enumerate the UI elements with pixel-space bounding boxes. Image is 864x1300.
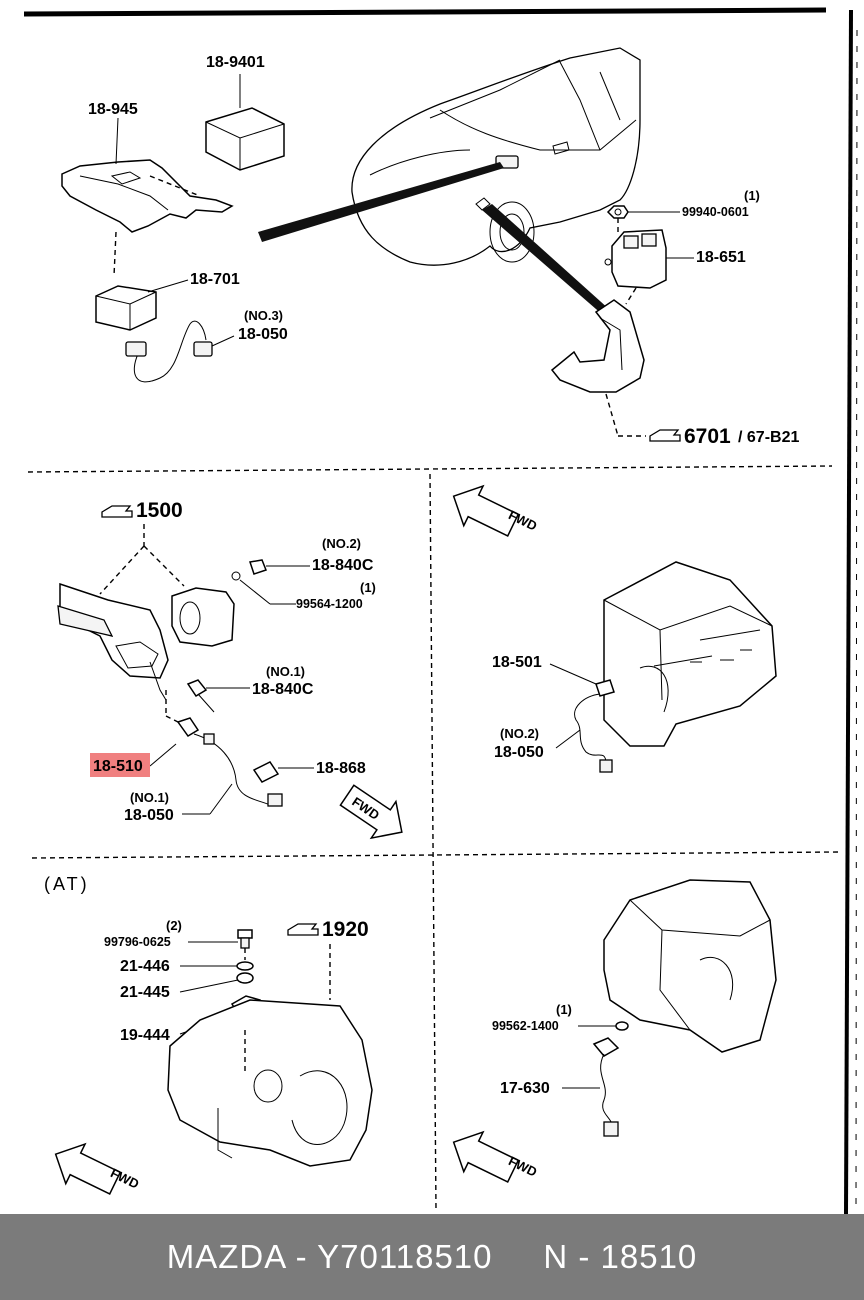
leader-wedge-2 xyxy=(482,204,610,316)
fwd-arrow-icon: FWD xyxy=(452,484,539,537)
leader-wedge-1 xyxy=(258,162,504,242)
callout-99564-1200: 99564-1200 xyxy=(296,597,363,611)
washer-21-445 xyxy=(236,972,254,984)
ref-hand-icon xyxy=(649,429,681,442)
temperature-sensor-18-510 xyxy=(176,717,273,807)
callout-21-446: 21-446 xyxy=(120,958,170,975)
sensor-18-501 xyxy=(574,679,615,773)
module-18-701 xyxy=(95,285,157,331)
ref-67-b21: / 67-B21 xyxy=(738,429,799,446)
ref-6701: 6701 xyxy=(684,425,731,448)
page-frame xyxy=(23,7,858,1214)
callout-18-701: 18-701 xyxy=(190,271,240,288)
callout-17-630: 17-630 xyxy=(500,1080,550,1097)
callout-18-050-no1: 18-050 xyxy=(124,807,174,824)
callout-18-050-no2: 18-050 xyxy=(494,744,544,761)
section-dividers xyxy=(27,465,839,1211)
footer-label: MAZDA - Y70118510 N - 18510 xyxy=(166,1238,698,1275)
washer-21-446 xyxy=(236,961,254,971)
callout-18-050-no2-note: (NO.2) xyxy=(500,726,539,741)
ref-1920: 1920 xyxy=(322,918,369,941)
callout-99562-1400-note: (1) xyxy=(556,1002,572,1017)
mount-bracket xyxy=(550,299,645,393)
fwd-arrow-icon: FWD xyxy=(452,1130,539,1183)
callout-18-651: 18-651 xyxy=(696,249,746,266)
callout-18-840c-no1: 18-840C xyxy=(252,681,314,698)
callout-18-501: 18-501 xyxy=(492,654,542,671)
callout-18-050-no1-note: (NO.1) xyxy=(130,790,169,805)
callout-19-444: 19-444 xyxy=(120,1027,170,1044)
water-pipe-assembly xyxy=(57,582,169,701)
transmission-case xyxy=(167,999,373,1167)
ref-hand-icon xyxy=(287,923,319,936)
engine-block xyxy=(603,561,777,747)
sensor-18-840c-no2 xyxy=(231,559,267,581)
ref-hand-icon xyxy=(101,505,133,518)
callout-18-9401: 18-9401 xyxy=(206,54,265,71)
thermostat-housing xyxy=(171,587,235,647)
callout-99562-1400-text: 99562-1400 xyxy=(492,1019,559,1033)
callout-18-050-no3-note: (NO.3) xyxy=(244,308,283,323)
callout-99940-0601-note: (1) xyxy=(744,188,760,203)
section-at-label: (AT) xyxy=(44,874,90,894)
callout-18-510: 18-510 xyxy=(93,758,143,775)
nut-99940-0601 xyxy=(606,205,629,219)
bolt-99796-0625 xyxy=(237,929,253,949)
callout-18-840c-no1-note: (NO.1) xyxy=(266,664,305,679)
callout-21-445: 21-445 xyxy=(120,984,170,1001)
sensor-18-840c-no1 xyxy=(186,679,215,713)
connector-18-868 xyxy=(252,761,283,807)
module-box-18-9401 xyxy=(205,107,285,171)
callout-99796-0625: 99796-0625 xyxy=(104,935,171,949)
callout-18-945: 18-945 xyxy=(88,101,138,118)
parts-diagram: 18-9401 18-945 18-701 (NO.3) 18-050 18-6… xyxy=(23,7,858,1214)
fwd-arrow-icon: FWD xyxy=(54,1142,141,1195)
transaxle-housing xyxy=(603,879,777,1053)
callout-99564-1200-note: (1) xyxy=(360,580,376,595)
callout-18-840c-no2: 18-840C xyxy=(312,557,374,574)
harness-18-050-no3 xyxy=(125,320,213,383)
ref-1500: 1500 xyxy=(136,499,183,522)
callout-18-050-no3: 18-050 xyxy=(238,326,288,343)
callout-99796-0625-note: (2) xyxy=(166,918,182,933)
part-number-footer: MAZDA - Y70118510 N - 18510 xyxy=(0,1214,864,1300)
switch-17-630 xyxy=(592,1037,620,1137)
fwd-arrow-icon: FWD xyxy=(339,784,403,840)
highlight-18-510 xyxy=(90,753,150,777)
callout-18-840c-no2-note: (NO.2) xyxy=(322,536,361,551)
o-ring-99562-1400 xyxy=(615,1021,629,1031)
relay-box-18-651 xyxy=(604,229,667,289)
callout-99940-0601: 99940-0601 xyxy=(682,205,749,219)
bracket-18-945 xyxy=(61,159,234,233)
vehicle-outline xyxy=(351,47,641,266)
callout-18-868: 18-868 xyxy=(316,760,366,777)
